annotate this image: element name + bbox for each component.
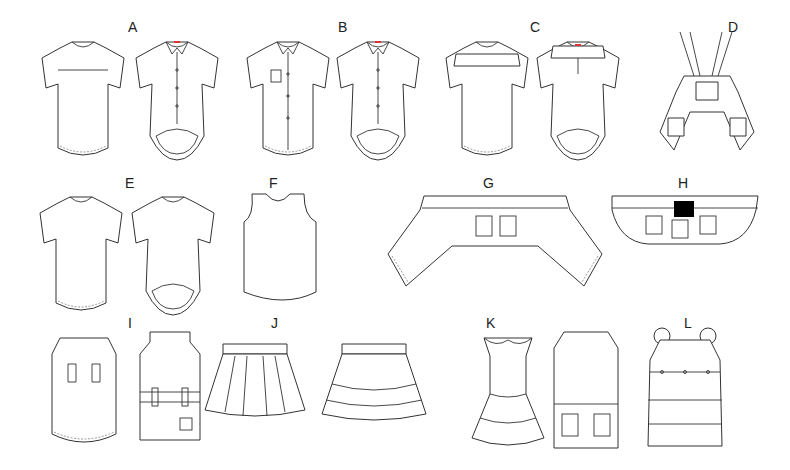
item-letter: I — [128, 315, 132, 331]
item-letter: F — [269, 175, 278, 191]
item-letter: L — [684, 315, 692, 331]
item-letter: J — [271, 315, 278, 331]
item-letter: A — [128, 19, 137, 35]
item-letter: B — [338, 19, 347, 35]
item-letter: E — [125, 175, 134, 191]
item-letter: K — [486, 315, 495, 331]
item-letter: H — [678, 175, 688, 191]
item-letter: G — [483, 175, 494, 191]
item-letter: C — [530, 19, 540, 35]
item-letter: D — [728, 19, 738, 35]
